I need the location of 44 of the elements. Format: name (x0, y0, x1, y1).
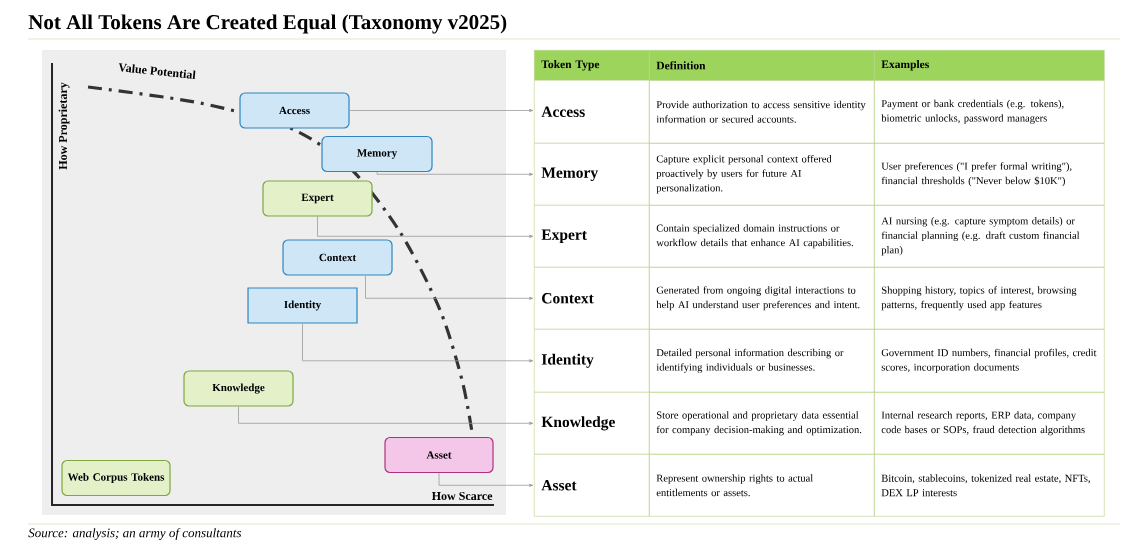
axis-title: Value Potential (118, 63, 196, 80)
token-box: Context (282, 239, 393, 276)
table-cell: Capture explicit personal context offered proactively by users for future AI personalization. (649, 143, 875, 206)
token-box: Asset (384, 436, 494, 474)
token-box: Expert (262, 180, 373, 217)
table-cell: Detailed personal information describing or identifying individuals or businesses. (649, 329, 875, 393)
axis-title: How Scarce (431, 491, 493, 500)
arrow (349, 108, 534, 113)
token-type-cell: Access (534, 80, 650, 144)
axis-title: How Proprietary (58, 82, 70, 170)
arrow (365, 275, 534, 300)
token-box: Identity (247, 287, 358, 324)
token-type-cell: Memory (534, 143, 650, 206)
table-cell: Store operational and proprietary data essential for company decision-making and optimization. (649, 392, 875, 455)
table-cell: User preferences ("I prefer formal writing"), financial thresholds ("Never below $10K") (874, 143, 1105, 206)
table-cell: Bitcoin, stablecoins, tokenized real estate, NFTs, DEX LP interests (874, 454, 1105, 517)
table-cell: Internal research reports, ERP data, company code bases or SOPs, fraud detection algorithms (874, 392, 1105, 455)
header-cell: Examples (874, 50, 1105, 81)
token-type-cell: Identity (534, 329, 650, 393)
table-cell: Represent ownership rights to actual entitlements or assets. (649, 454, 875, 517)
arrow (438, 472, 534, 487)
table-cell: Provide authorization to access sensitive identity information or secured accounts. (649, 80, 875, 144)
token-type-cell: Asset (534, 454, 650, 517)
table-cell: Shopping history, topics of interest, browsing patterns, frequently used app features (874, 267, 1105, 330)
table-cell: Generated from ongoing digital interactions to help AI understand user preferences and intent. (649, 267, 875, 330)
table-cell: Government ID numbers, financial profiles, credit scores, incorporation documents (874, 329, 1105, 393)
token-box: Access (239, 92, 350, 129)
caption: Source: analysis; an army of consultants (28, 528, 242, 540)
token-type-cell: Context (534, 267, 650, 330)
header-cell: Token Type (534, 50, 650, 81)
arrow (317, 216, 534, 238)
table-cell: Payment or bank credentials (e.g. tokens), biometric unlocks, password managers (874, 80, 1105, 144)
title: Not All Tokens Are Created Equal (Taxonomy v2025) (28, 14, 507, 34)
token-box: Knowledge (183, 370, 294, 407)
table-cell: AI nursing (e.g. capture symptom details) or financial planning (e.g. draft custom financial plan) (874, 205, 1105, 268)
arrow (376, 171, 534, 176)
arrow (302, 323, 534, 363)
table-cell: Contain specialized domain instructions or workflow details that enhance AI capabilities. (649, 205, 875, 268)
token-box: Memory (321, 135, 433, 173)
token-type-cell: Expert (534, 205, 650, 268)
token-box: Web Corpus Tokens (61, 459, 171, 497)
arrow (238, 406, 534, 425)
header-cell: Definition (649, 50, 875, 81)
token-type-cell: Knowledge (534, 392, 650, 455)
